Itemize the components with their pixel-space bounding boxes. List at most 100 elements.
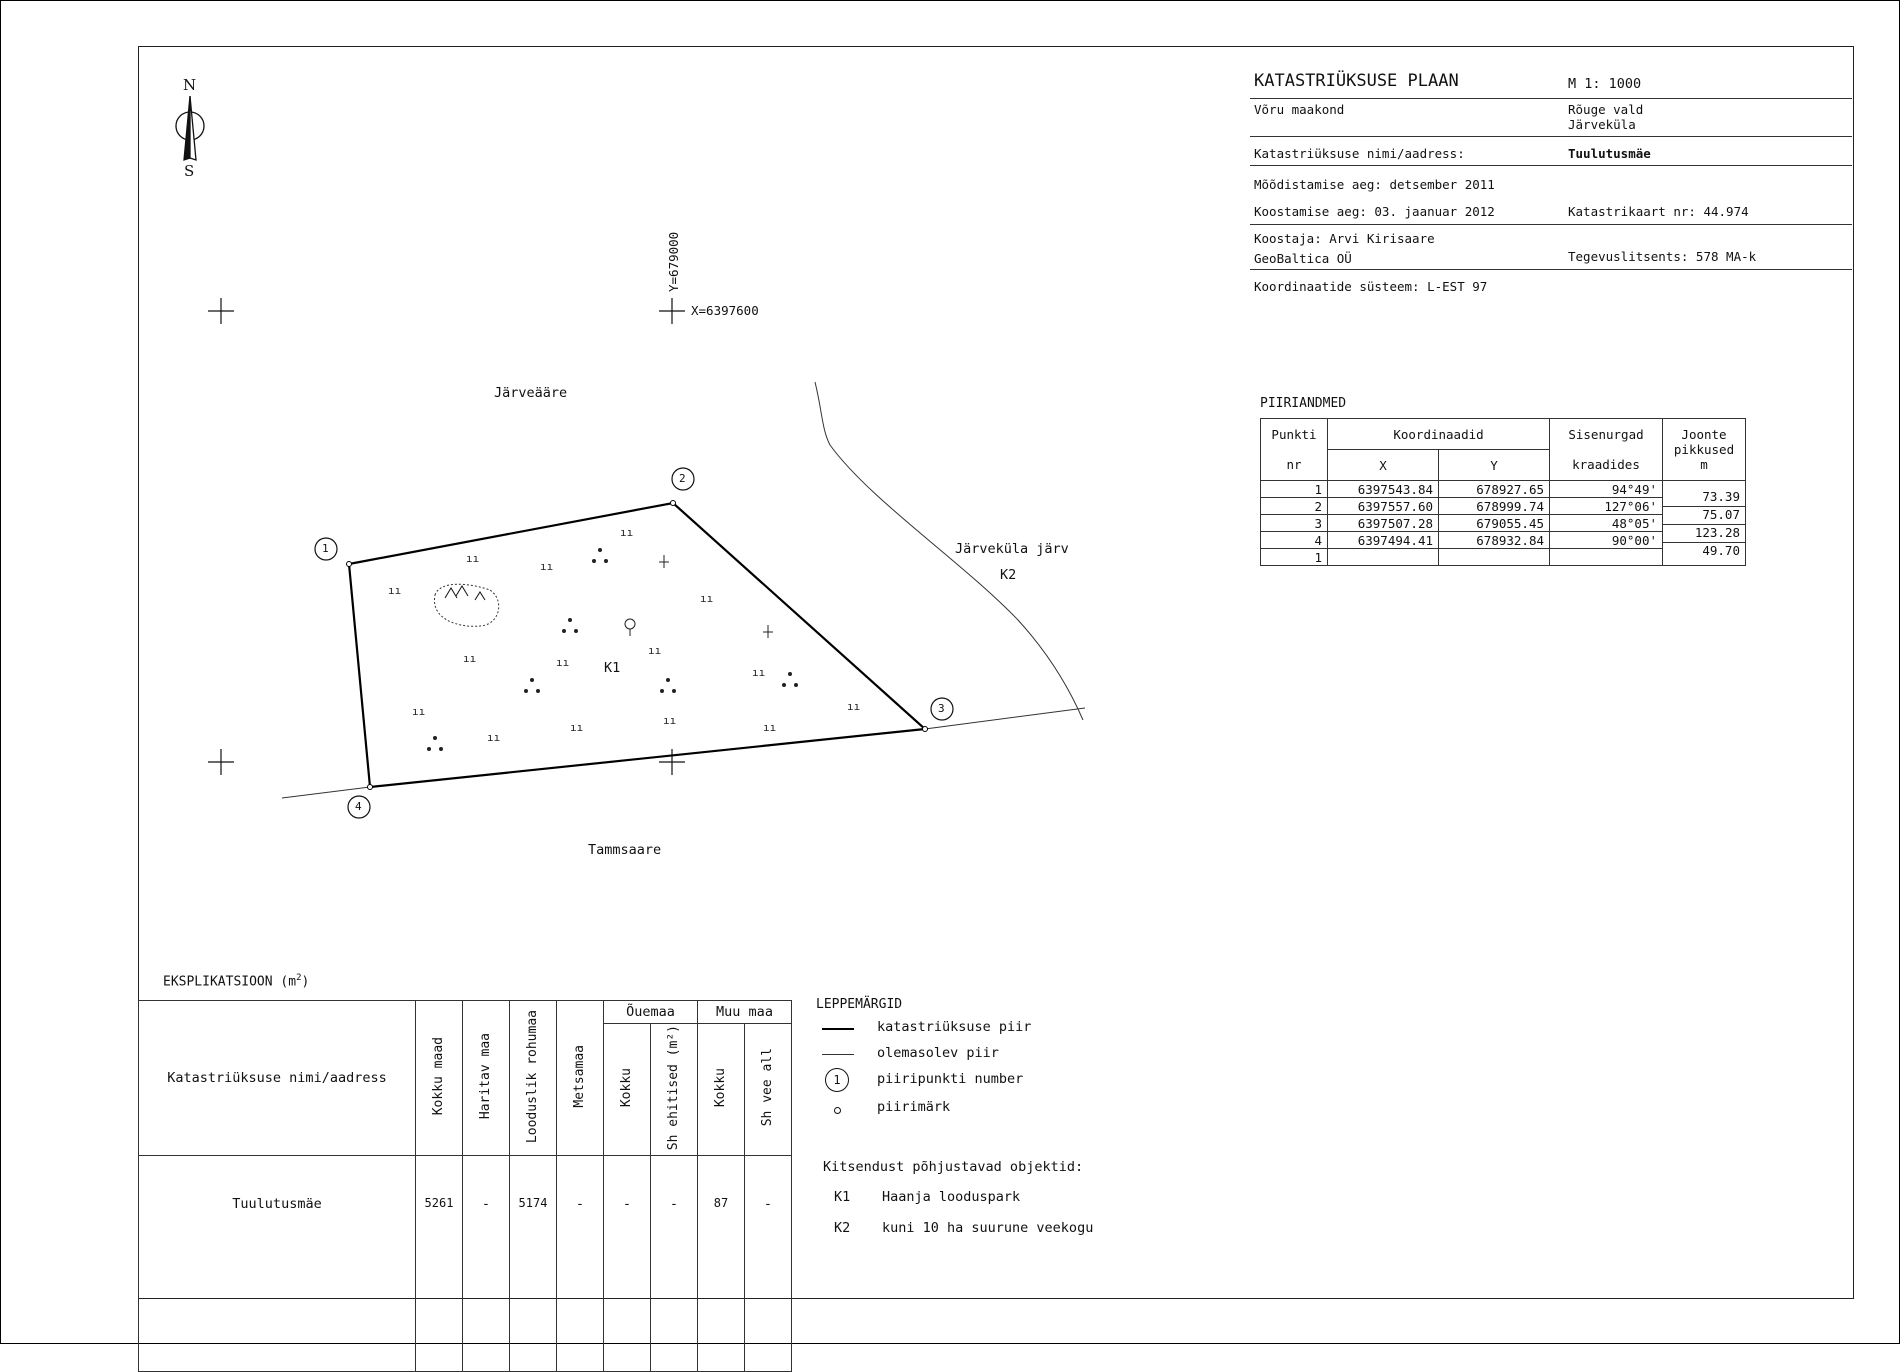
svg-text:ıı: ıı	[412, 705, 425, 718]
existing-boundary	[281, 786, 371, 799]
single-tree-symbols	[624, 555, 773, 638]
parcel-name-value: Tuulutusmäe	[1568, 146, 1651, 161]
compiled-time: Koostamise aeg: 03. jaanuar 2012	[1254, 204, 1495, 219]
tree-symbols	[427, 548, 798, 751]
lake-shoreline	[814, 381, 1084, 721]
cell-y	[1438, 548, 1550, 566]
vegetation-patch	[434, 583, 500, 627]
boundary-markers	[346, 500, 928, 790]
col-other-total-header: Kokku	[697, 1022, 745, 1157]
col-forest-header: Metsamaa	[556, 999, 604, 1157]
length-value: 75.07	[1663, 507, 1745, 525]
table-row: 1	[1260, 548, 1746, 566]
svg-text:ıı: ıı	[847, 700, 860, 713]
restriction-text: Haanja looduspark	[882, 1189, 1021, 1205]
cell-yard-total: -	[603, 1155, 651, 1372]
cell-angle: 127°06'	[1549, 497, 1663, 515]
sheet-inner-border	[138, 46, 1854, 1299]
explication-title: EKSPLIKATSIOON (m2)	[163, 973, 310, 990]
table-row: Tuulutusmäe 5261 - 5174 - - - 87 -	[138, 1155, 792, 1372]
svg-text:ıı: ıı	[663, 714, 676, 727]
cell-nr: 4	[1260, 531, 1328, 549]
title-divider	[1250, 136, 1852, 137]
svg-text:ıı: ıı	[620, 526, 633, 539]
length-value: 73.39	[1663, 489, 1745, 507]
boundary-mark-symbol	[834, 1107, 841, 1114]
svg-text:ıı: ıı	[648, 644, 661, 657]
cell-y: 678932.84	[1438, 531, 1550, 549]
cell-lengths: 73.39 75.07 123.28 49.70	[1662, 480, 1746, 566]
cell-x: 6397543.84	[1327, 480, 1439, 498]
village-label: Järveküla	[1568, 117, 1636, 132]
cell-yard-built: -	[650, 1155, 698, 1372]
title-divider	[1250, 269, 1852, 270]
coordinate-system: Koordinaatide süsteem: L-EST 97	[1254, 279, 1488, 294]
cell-angle: 90°00'	[1549, 531, 1663, 549]
svg-text:ıı: ıı	[466, 552, 479, 565]
col-total-header: Kokku maad	[415, 999, 463, 1157]
cadastral-map-number: Katastrikaart nr: 44.974	[1568, 204, 1749, 219]
col-coords-header: Koordinaadid	[1327, 418, 1550, 450]
cell-angle	[1549, 548, 1663, 566]
col-yard-built-header: Sh ehitised (m²)	[650, 1022, 698, 1157]
existing-boundary	[924, 707, 1086, 730]
cell-other-total: 87	[697, 1155, 745, 1372]
point-number-label: 3	[938, 702, 945, 715]
cell-y: 678927.65	[1438, 480, 1550, 498]
col-yard-total-header: Kokku	[603, 1022, 651, 1157]
scale-label: M 1: 1000	[1568, 76, 1642, 92]
group-other-header: Muu maa	[697, 1000, 792, 1024]
legend-item: olemasolev piir	[877, 1045, 999, 1061]
cell-y: 679055.45	[1438, 514, 1550, 532]
survey-time: Mõõdistamise aeg: detsember 2011	[1254, 177, 1495, 192]
title-divider	[1250, 224, 1852, 225]
grid-crosses	[208, 298, 685, 775]
col-grass-header: Looduslik rohumaa	[509, 999, 557, 1157]
cell-total: 5261	[415, 1155, 463, 1372]
grid-y-label: Y=679000	[666, 231, 681, 292]
county-label: Võru maakond	[1254, 102, 1345, 117]
cell-x: 6397507.28	[1327, 514, 1439, 532]
cell-x: 6397557.60	[1327, 497, 1439, 515]
point-number-circles	[314, 467, 954, 819]
cell-other-water: -	[744, 1155, 792, 1372]
svg-text:ıı: ıı	[388, 584, 401, 597]
svg-text:ıı: ıı	[752, 666, 765, 679]
legend-title: LEPPEMÄRGID	[816, 997, 903, 1012]
svg-text:ıı: ıı	[700, 592, 713, 605]
compass-north-label: N	[183, 76, 197, 94]
legend-item: katastriüksuse piir	[877, 1019, 1032, 1035]
grid-x-label: X=6397600	[691, 303, 759, 318]
cell-grass: 5174	[509, 1155, 557, 1372]
title-divider	[1250, 165, 1852, 166]
col-x-header: X	[1327, 449, 1439, 481]
cell-nr: 3	[1260, 514, 1328, 532]
point-number-symbol: 1	[825, 1068, 849, 1092]
table-row: 2 6397557.60 678999.74 127°06'	[1260, 497, 1746, 515]
restriction-code: K1	[834, 1189, 851, 1205]
table-row: 3 6397507.28 679055.45 48°05'	[1260, 514, 1746, 532]
restriction-text: kuni 10 ha suurune veekogu	[882, 1220, 1094, 1236]
svg-text:ıı: ıı	[556, 656, 569, 669]
cell-name: Tuulutusmäe	[138, 1155, 416, 1372]
svg-text:ıı: ıı	[570, 721, 583, 734]
cell-angle: 94°49'	[1549, 480, 1663, 498]
point-number-label: 4	[355, 800, 362, 813]
table-row: 4 6397494.41 678932.84 90°00'	[1260, 531, 1746, 549]
col-other-water-header: Sh vee all	[744, 1022, 792, 1157]
col-y-header: Y	[1438, 449, 1550, 481]
cell-x: 6397494.41	[1327, 531, 1439, 549]
svg-text:ıı: ıı	[463, 652, 476, 665]
parcel-code-label: K1	[604, 660, 621, 676]
cell-forest: -	[556, 1155, 604, 1372]
parish-label: Rõuge vald	[1568, 102, 1644, 117]
table-row: 1 6397543.84 678927.65 94°49' 73.39 75.0…	[1260, 480, 1746, 566]
license-number: Tegevuslitsents: 578 MA-k	[1568, 249, 1757, 264]
col-name-header: Katastriüksuse nimi/aadress	[138, 999, 416, 1157]
restrictions-title: Kitsendust põhjustavad objektid:	[823, 1159, 1084, 1175]
length-value: 49.70	[1702, 543, 1740, 558]
